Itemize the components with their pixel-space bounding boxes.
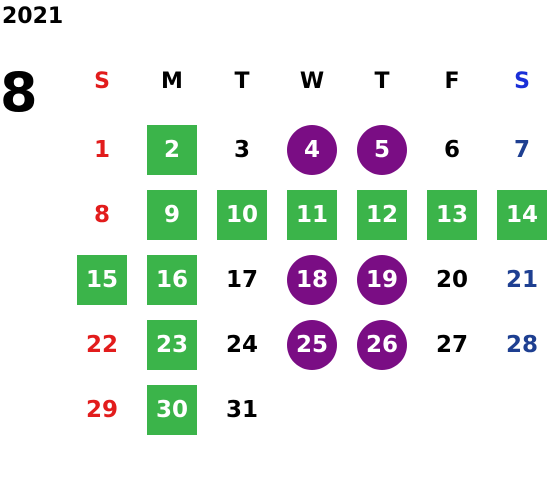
weekday-header-6: S [514, 68, 530, 94]
day-cell-13[interactable]: 13 [427, 190, 477, 240]
day-cell-17[interactable]: 17 [225, 267, 258, 293]
day-cell-31[interactable]: 31 [225, 397, 258, 423]
day-cell-27[interactable]: 27 [435, 332, 468, 358]
day-cell-21[interactable]: 21 [505, 267, 538, 293]
year-label: 2021 [2, 4, 64, 29]
weekday-header-0: S [94, 68, 110, 94]
day-cell-30[interactable]: 30 [147, 385, 197, 435]
day-cell-24[interactable]: 24 [225, 332, 258, 358]
day-cell-20[interactable]: 20 [435, 267, 468, 293]
day-cell-5[interactable]: 5 [357, 125, 407, 175]
day-cell-14[interactable]: 14 [497, 190, 547, 240]
weekday-header-5: F [444, 68, 460, 94]
day-cell-25[interactable]: 25 [287, 320, 337, 370]
day-cell-22[interactable]: 22 [85, 332, 118, 358]
day-cell-10[interactable]: 10 [217, 190, 267, 240]
day-cell-26[interactable]: 26 [357, 320, 407, 370]
weekday-header-1: M [161, 68, 183, 94]
day-cell-7[interactable]: 7 [513, 137, 530, 163]
day-cell-12[interactable]: 12 [357, 190, 407, 240]
day-cell-29[interactable]: 29 [85, 397, 118, 423]
day-cell-11[interactable]: 11 [287, 190, 337, 240]
day-cell-15[interactable]: 15 [77, 255, 127, 305]
day-cell-2[interactable]: 2 [147, 125, 197, 175]
day-cell-6[interactable]: 6 [443, 137, 460, 163]
day-cell-9[interactable]: 9 [147, 190, 197, 240]
weekday-header-3: W [299, 68, 325, 94]
weekday-header-2: T [234, 68, 250, 94]
day-cell-18[interactable]: 18 [287, 255, 337, 305]
weekday-header-4: T [374, 68, 390, 94]
day-cell-28[interactable]: 28 [505, 332, 538, 358]
day-cell-1[interactable]: 1 [93, 137, 110, 163]
day-cell-23[interactable]: 23 [147, 320, 197, 370]
day-cell-8[interactable]: 8 [93, 202, 110, 228]
day-cell-4[interactable]: 4 [287, 125, 337, 175]
day-cell-19[interactable]: 19 [357, 255, 407, 305]
month-number: 8 [0, 61, 38, 124]
day-cell-3[interactable]: 3 [233, 137, 250, 163]
day-cell-16[interactable]: 16 [147, 255, 197, 305]
